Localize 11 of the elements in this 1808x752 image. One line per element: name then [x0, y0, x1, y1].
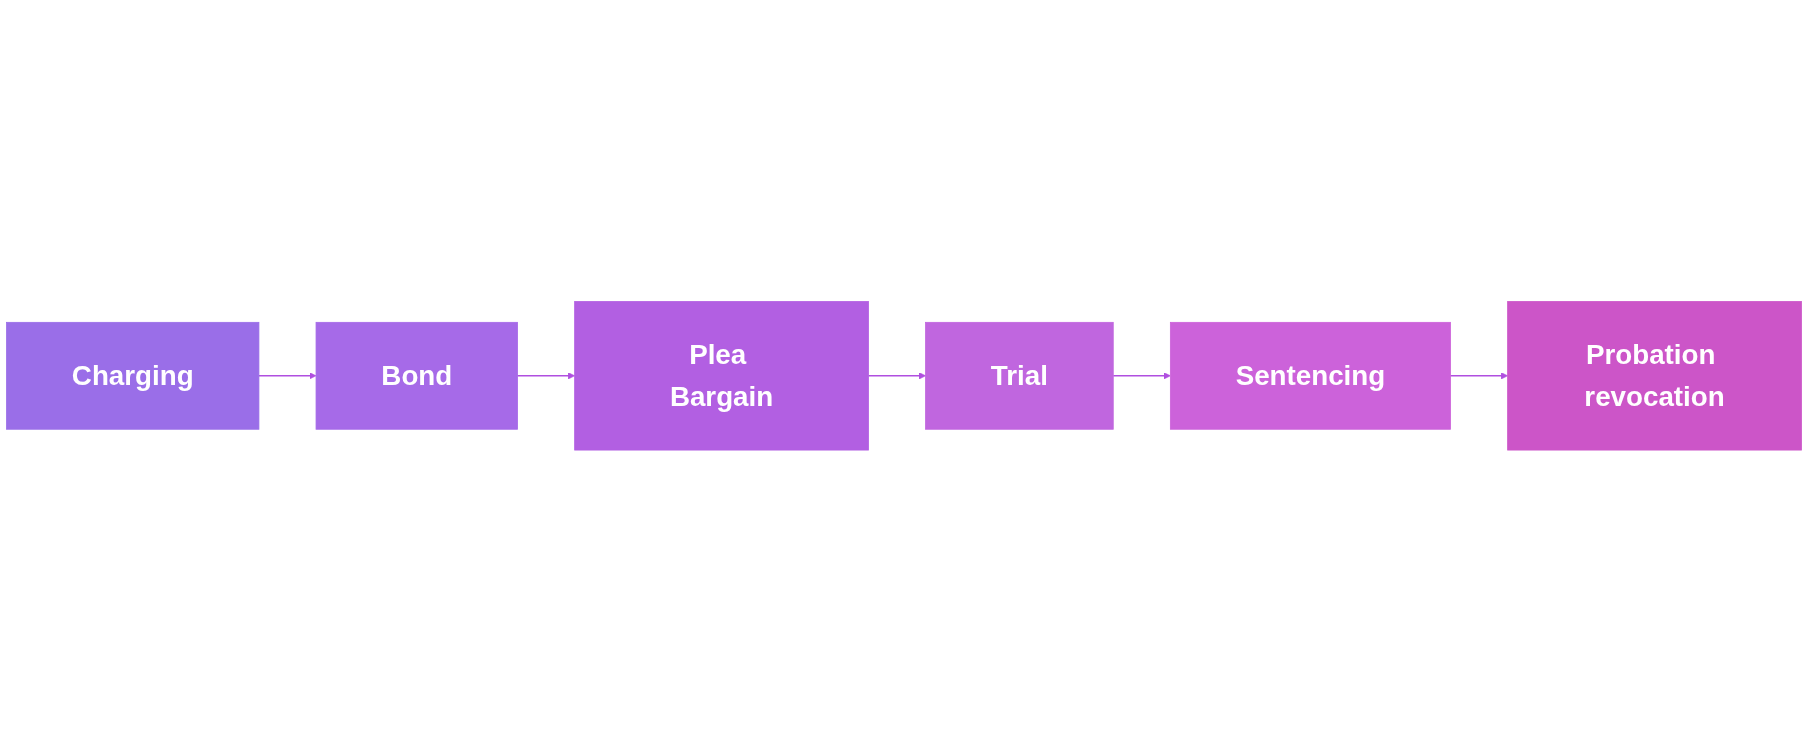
- arrow: [258, 372, 317, 380]
- node-box: Plea Bargain: [574, 301, 869, 451]
- node-box: Probation revocation: [1507, 301, 1802, 451]
- arrow: [516, 372, 575, 380]
- node-box: Trial: [925, 322, 1114, 430]
- arrow: [1112, 372, 1171, 380]
- arrow: [867, 372, 926, 380]
- node-box: Charging: [6, 322, 260, 430]
- arrow: [1449, 372, 1508, 380]
- node-box: Bond: [315, 322, 518, 430]
- node-box: Sentencing: [1169, 322, 1451, 430]
